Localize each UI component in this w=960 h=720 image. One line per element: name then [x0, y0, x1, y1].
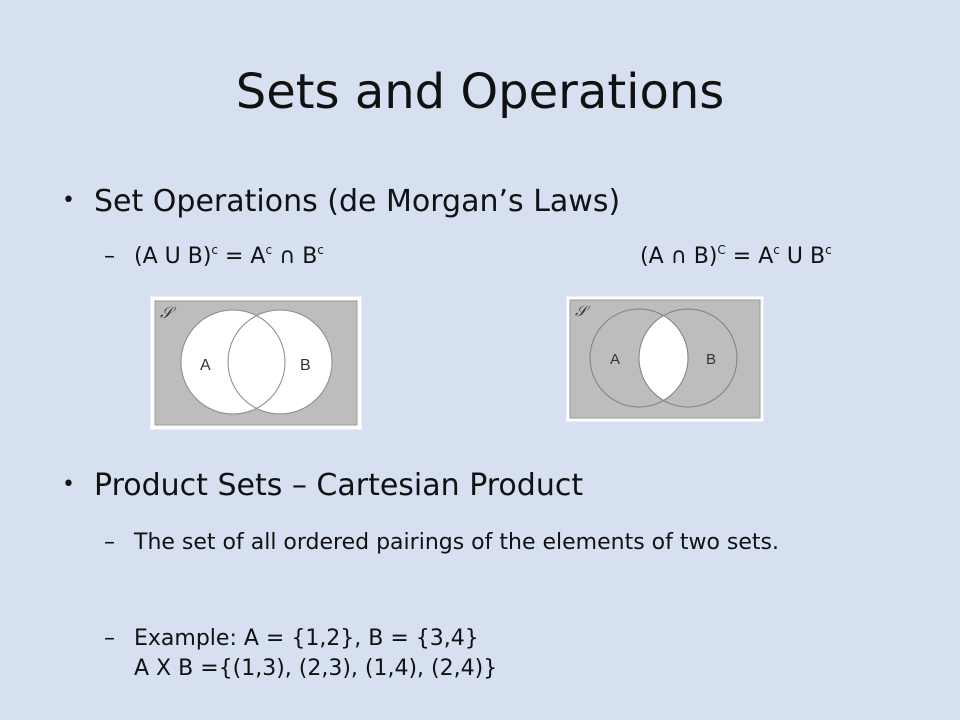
- set-a-circle: [589, 308, 689, 408]
- dash-marker: –: [104, 530, 115, 555]
- de-morgan-laws: –(A U B)c = Ac ∩ Bc (A ∩ B)C = Ac U Bc: [104, 242, 924, 272]
- set-b-label: B: [706, 351, 716, 368]
- bullet-set-operations: • Set Operations (de Morgan’s Laws): [62, 182, 620, 221]
- bullet-marker: •: [62, 472, 75, 497]
- law2: (A ∩ B)C = Ac U Bc: [640, 243, 832, 269]
- slide-title: Sets and Operations: [235, 64, 725, 120]
- venn-intersection-complement: 𝒮 A B: [566, 296, 764, 422]
- dash-marker: –: [104, 244, 115, 269]
- venn-union-complement: 𝒮 A B: [150, 296, 362, 430]
- set-b-label: B: [300, 357, 311, 374]
- set-a-label: A: [610, 351, 620, 368]
- cartesian-definition: –The set of all ordered pairings of the …: [104, 528, 884, 558]
- example-line-2: A X B ={(1,3), (2,3), (1,4), (2,4)}: [134, 656, 498, 681]
- bullet-marker: •: [62, 188, 75, 213]
- set-b-circle: [228, 310, 332, 414]
- set-b-circle: [638, 308, 738, 408]
- dash-marker: –: [104, 626, 115, 651]
- bullet-product-sets: • Product Sets – Cartesian Product: [62, 466, 583, 505]
- set-a-label: A: [200, 357, 211, 374]
- cartesian-example: –Example: A = {1,2}, B = {3,4} A X B ={(…: [104, 624, 884, 684]
- law1: (A U B)c = Ac ∩ Bc: [134, 243, 324, 269]
- example-line-1: Example: A = {1,2}, B = {3,4}: [134, 626, 479, 651]
- bullet-text: Set Operations (de Morgan’s Laws): [94, 184, 621, 219]
- definition-text: The set of all ordered pairings of the e…: [134, 530, 779, 555]
- intersection-region: [639, 309, 688, 407]
- bullet-text: Product Sets – Cartesian Product: [94, 468, 584, 503]
